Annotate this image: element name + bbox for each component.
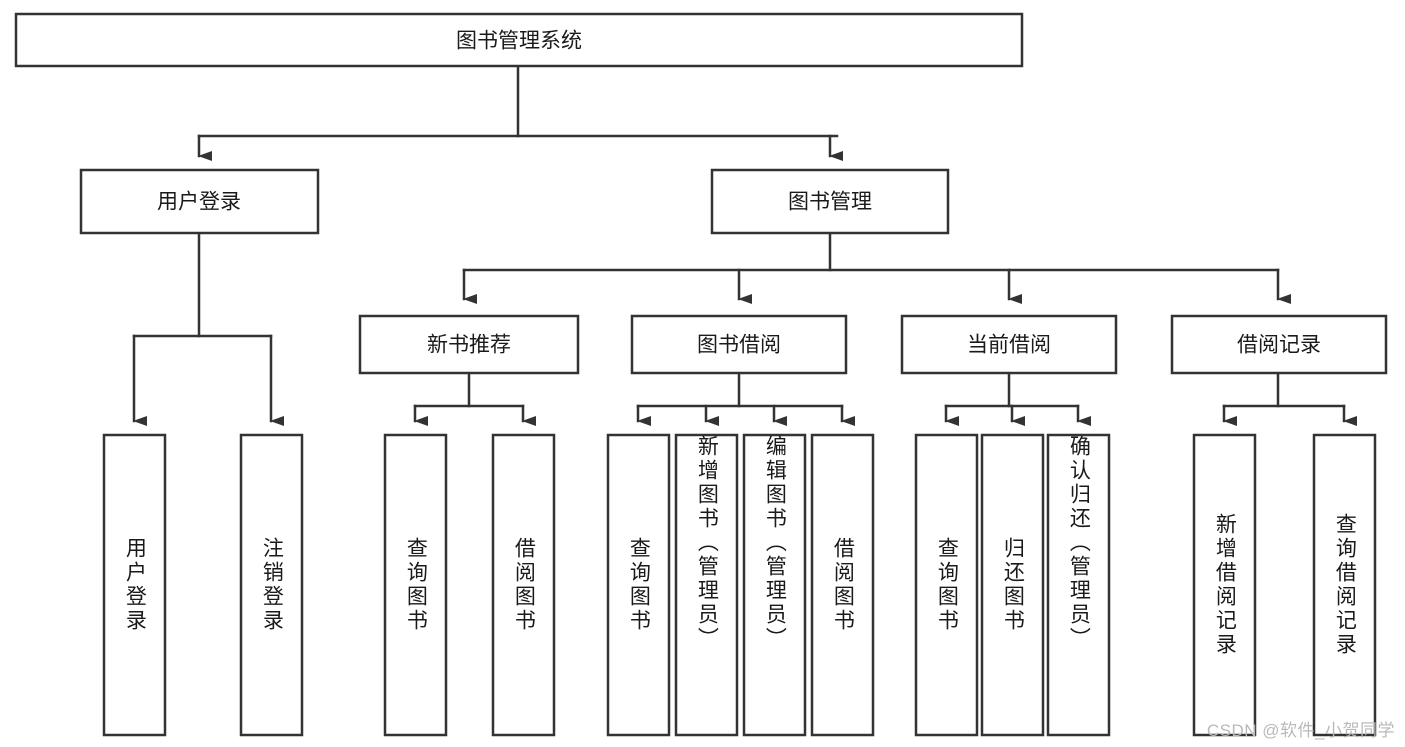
leaf-box-borrow-book-2[interactable] (810, 433, 875, 737)
connector-borrowrecord-to-leaves (1222, 371, 1357, 426)
leaf-box-query-book-3[interactable] (914, 433, 979, 737)
leaf-box-add-book[interactable] (674, 433, 739, 737)
connector-root-to-level2 (197, 64, 843, 161)
node-borrow-record[interactable] (1170, 314, 1388, 375)
leaf-box-confirm-return[interactable] (1046, 433, 1111, 737)
connector-bookmanage-to-level3 (462, 231, 1291, 304)
node-book-borrow[interactable] (630, 314, 848, 375)
leaf-box-logout[interactable] (239, 433, 304, 737)
node-current-borrow[interactable] (900, 314, 1118, 375)
node-book-manage-label: 图书管理 (788, 191, 872, 214)
node-book-manage[interactable] (710, 168, 950, 235)
node-user-login-label: 用户登录 (157, 191, 241, 214)
leaf-box-user-login[interactable] (102, 433, 167, 737)
node-user-login[interactable] (79, 168, 320, 235)
node-new-book-rec-label: 新书推荐 (427, 334, 511, 357)
node-current-borrow-label: 当前借阅 (967, 334, 1051, 357)
node-root[interactable] (14, 12, 1024, 68)
connector-userlogin-to-leaves (132, 231, 284, 426)
connector-currentborrow-to-leaves (944, 371, 1091, 426)
node-book-borrow-label: 图书借阅 (697, 334, 781, 357)
leaf-box-query-record[interactable] (1312, 433, 1377, 737)
leaf-box-edit-book[interactable] (742, 433, 807, 737)
connector-bookborrow-to-leaves (636, 371, 855, 426)
leaf-box-add-record[interactable] (1192, 433, 1257, 737)
leaf-box-return-book[interactable] (980, 433, 1045, 737)
leaf-box-borrow-book-1[interactable] (491, 433, 556, 737)
node-new-book-rec[interactable] (358, 314, 580, 375)
connector-newbook-to-leaves (413, 371, 536, 426)
node-borrow-record-label: 借阅记录 (1237, 334, 1321, 357)
node-root-label: 图书管理系统 (456, 30, 582, 53)
leaf-box-query-book-1[interactable] (383, 433, 448, 737)
watermark-text: CSDN @软件_小贺同学 (1206, 721, 1395, 740)
leaf-box-query-book-2[interactable] (606, 433, 671, 737)
